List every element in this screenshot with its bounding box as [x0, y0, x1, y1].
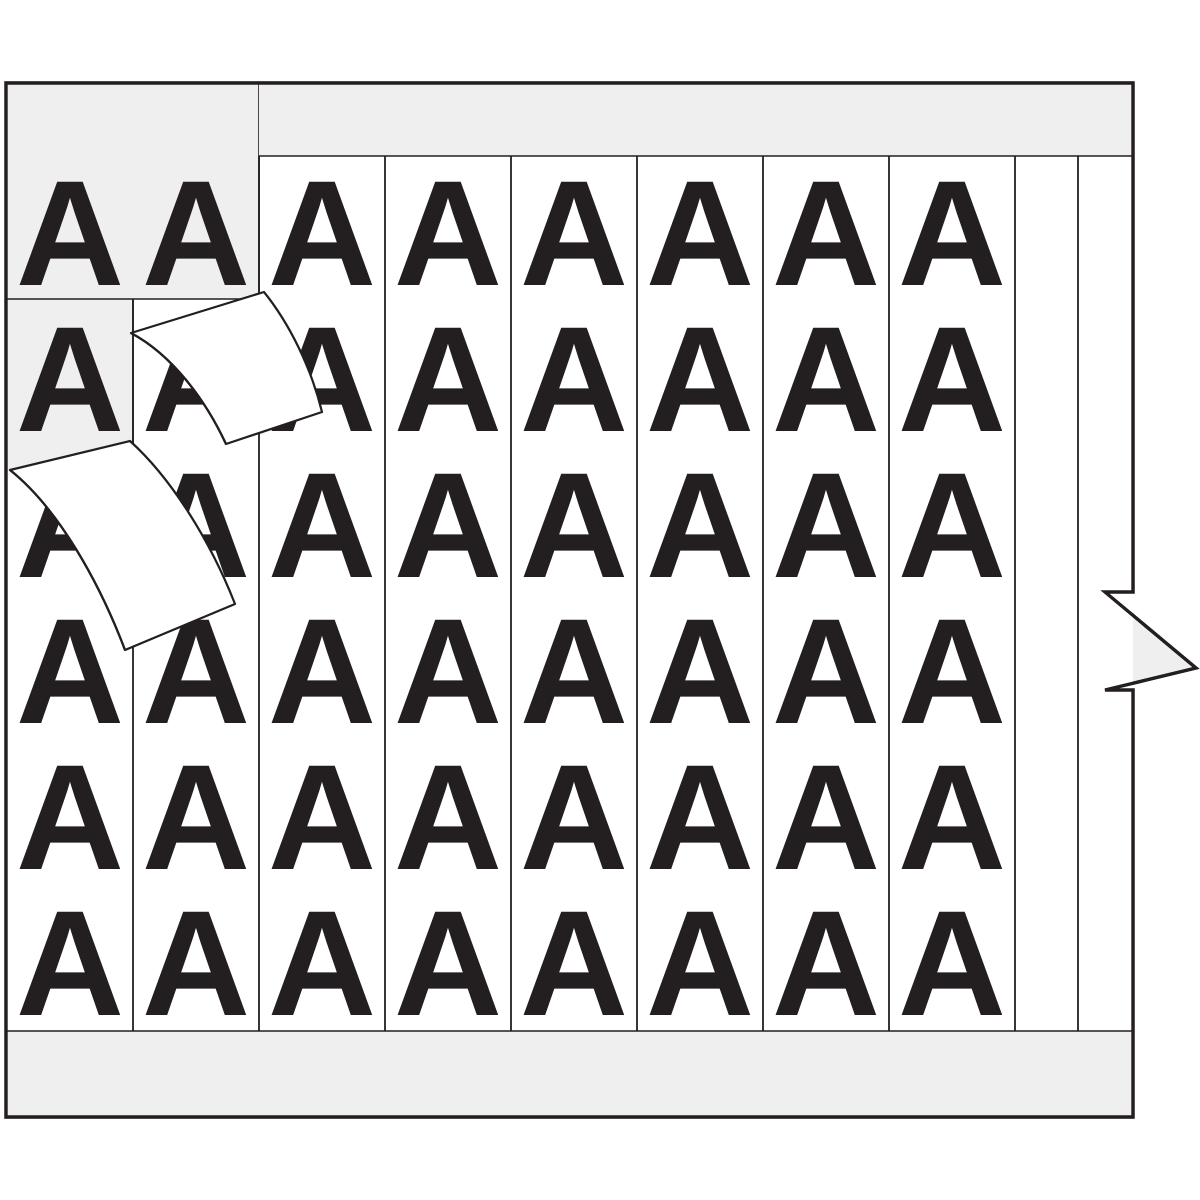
label-cell[interactable]: A: [394, 441, 502, 609]
label-cell[interactable]: A: [268, 587, 376, 755]
label-cell[interactable]: A: [646, 149, 754, 317]
curled-label-upper-fold-edge: [130, 332, 227, 445]
backing-exposed-regions: [7, 84, 260, 471]
die-cut-column-lines: [132, 156, 1079, 1031]
label-cell[interactable]: A: [772, 879, 880, 1047]
label-cell[interactable]: A: [898, 733, 1006, 901]
label-cell[interactable]: A: [142, 149, 250, 317]
label-cell[interactable]: A: [520, 879, 628, 1047]
sheet-margin-bands: [7, 84, 1133, 1116]
bottom-margin-band: [7, 1031, 1133, 1116]
label-cell[interactable]: A: [520, 149, 628, 317]
label-cell[interactable]: A: [898, 587, 1006, 755]
label-cell[interactable]: A: [268, 149, 376, 317]
label-cell[interactable]: A: [268, 879, 376, 1047]
label-cell[interactable]: A: [268, 733, 376, 901]
top-margin-band: [259, 84, 1133, 156]
label-cell[interactable]: A: [268, 441, 376, 609]
backing-block-upper-left: [7, 84, 259, 299]
label-cell[interactable]: A: [646, 587, 754, 755]
label-cell[interactable]: A: [772, 587, 880, 755]
label-cell[interactable]: A: [772, 295, 880, 463]
curled-label-lower-fold-edge: [9, 469, 127, 651]
label-cell[interactable]: A: [16, 587, 124, 755]
label-cell[interactable]: A: [142, 733, 250, 901]
label-cell[interactable]: A: [520, 295, 628, 463]
curled-label-upper[interactable]: [129, 290, 324, 446]
label-cell[interactable]: A: [520, 587, 628, 755]
label-cell[interactable]: A: [646, 441, 754, 609]
label-cell[interactable]: A: [898, 879, 1006, 1047]
sheet-outline: [4, 81, 1200, 1119]
label-cell[interactable]: A: [520, 441, 628, 609]
label-cell[interactable]: A: [394, 149, 502, 317]
curled-label-lower[interactable]: [8, 439, 237, 652]
label-cell[interactable]: A: [646, 733, 754, 901]
label-cell[interactable]: A: [16, 879, 124, 1047]
label-cell[interactable]: A: [898, 441, 1006, 609]
label-field-main: [259, 156, 1133, 1031]
label-cell[interactable]: A: [898, 149, 1006, 317]
label-cell[interactable]: A: [394, 733, 502, 901]
label-cell[interactable]: A: [16, 149, 124, 317]
label-cell[interactable]: A: [142, 879, 250, 1047]
label-cell[interactable]: A: [394, 295, 502, 463]
label-grid: A A A A A A A A A A A A A A A A A A A A …: [16, 149, 1006, 1047]
label-cell[interactable]: A: [898, 295, 1006, 463]
backing-block-mid-left: [7, 299, 133, 471]
label-cell[interactable]: A: [394, 879, 502, 1047]
label-cell[interactable]: A: [646, 295, 754, 463]
label-cell[interactable]: A: [646, 879, 754, 1047]
label-cell[interactable]: A: [16, 733, 124, 901]
label-cell[interactable]: A: [772, 733, 880, 901]
label-cell[interactable]: A: [520, 733, 628, 901]
label-cell[interactable]: A: [16, 295, 124, 463]
label-cell[interactable]: A: [772, 149, 880, 317]
label-cell[interactable]: A: [394, 587, 502, 755]
label-cell[interactable]: A: [772, 441, 880, 609]
